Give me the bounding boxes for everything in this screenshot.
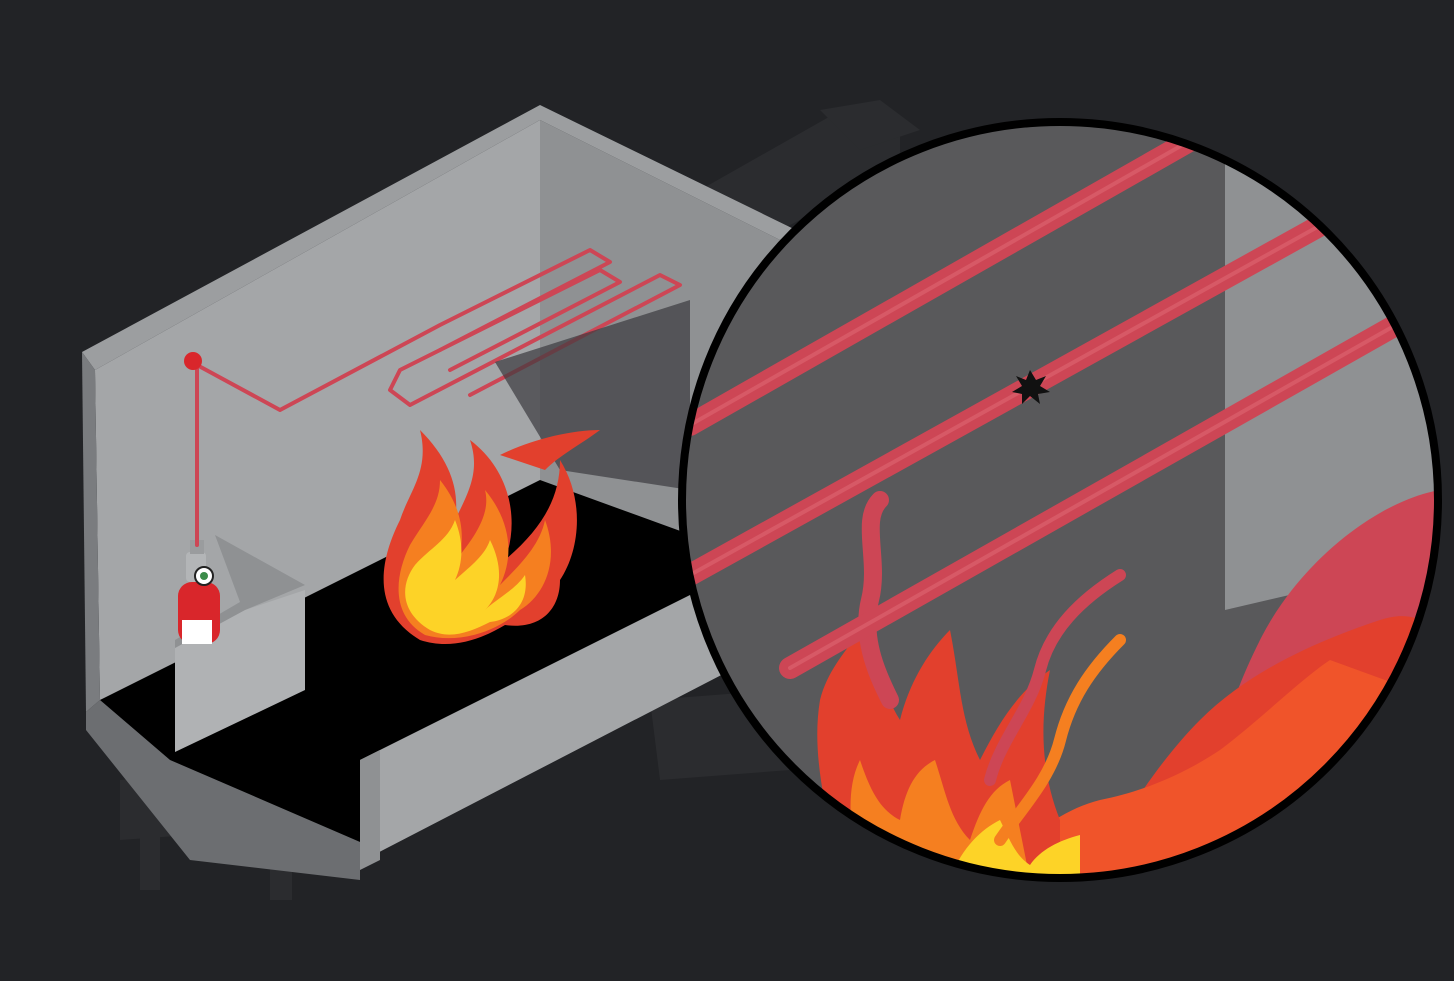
magnified-tube-detail [680, 120, 1440, 880]
